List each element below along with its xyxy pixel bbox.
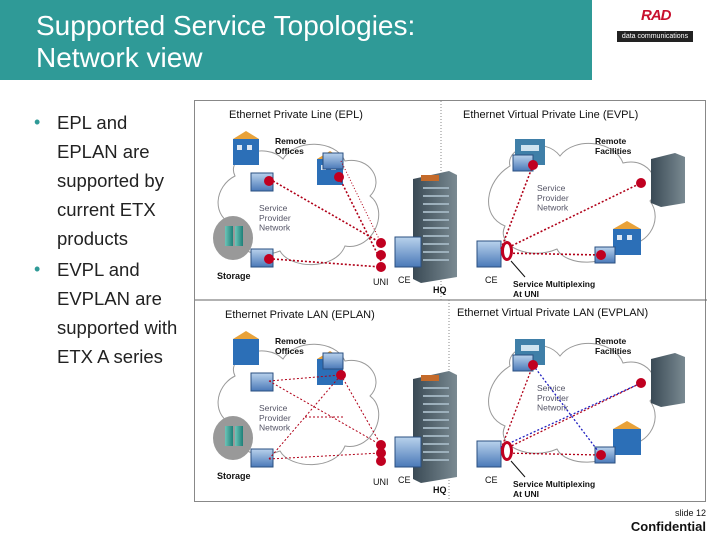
ce-router-icon xyxy=(394,236,422,268)
switch-icon xyxy=(250,448,274,468)
epl-links xyxy=(272,176,382,268)
ce-router-icon xyxy=(476,440,502,468)
office-building-icon xyxy=(613,421,641,455)
ce-label: CE xyxy=(398,475,411,485)
slide-title: Supported Service Topologies: Network vi… xyxy=(36,10,416,73)
ce-router-icon xyxy=(394,436,422,468)
office-building-icon xyxy=(613,221,641,255)
header-strip xyxy=(592,55,720,80)
evpl-links xyxy=(500,164,642,256)
eplan-mesh-links xyxy=(268,374,382,460)
topology-svg: Ethernet Private Line (EPL) Ethernet Vir… xyxy=(195,101,707,503)
hq-label: HQ xyxy=(433,485,447,495)
callout-line xyxy=(510,460,526,478)
bullet-list: EPL and EPLAN are supported by current E… xyxy=(30,108,190,373)
header-divider xyxy=(592,0,597,80)
panel-label-evplan: Ethernet Virtual Private LAN (EVPLAN) xyxy=(457,307,648,319)
building-icon xyxy=(651,153,685,207)
storage-label: Storage xyxy=(217,271,251,281)
uni-dots xyxy=(264,160,646,272)
uni-dots xyxy=(336,360,646,466)
bullet-item: EPL and EPLAN are supported by current E… xyxy=(30,108,190,253)
panel-label-evpl: Ethernet Virtual Private Line (EVPL) xyxy=(463,109,638,121)
confidential-label: Confidential xyxy=(630,519,706,534)
ce-label: CE xyxy=(485,275,498,285)
storage-icon xyxy=(213,416,253,460)
logo-brand: RAD xyxy=(641,7,671,24)
ce-router-icon xyxy=(476,240,502,268)
bullet-item: EVPL and EVPLAN are supported with ETX A… xyxy=(30,255,190,371)
rad-logo: RAD data communications xyxy=(615,7,695,43)
link-line xyxy=(340,160,382,244)
storage-icon xyxy=(213,216,253,260)
office-building-icon xyxy=(233,131,259,165)
ce-label: CE xyxy=(398,275,411,285)
ce-label: CE xyxy=(485,475,498,485)
switch-icon xyxy=(250,372,274,392)
panel-label-eplan: Ethernet Private LAN (EPLAN) xyxy=(225,309,375,321)
slide-number: slide 12 xyxy=(674,508,706,518)
uni-label: UNI xyxy=(373,277,389,287)
uni-label: UNI xyxy=(373,477,389,487)
building-icon xyxy=(651,353,685,407)
topology-diagram: Ethernet Private Line (EPL) Ethernet Vir… xyxy=(194,100,707,503)
title-bar xyxy=(0,0,592,80)
logo-tagline: data communications xyxy=(617,31,693,42)
office-building-icon xyxy=(233,331,259,365)
logo-area xyxy=(597,0,720,55)
hq-label: HQ xyxy=(433,285,447,295)
switch-icon xyxy=(322,352,344,370)
callout-line xyxy=(510,260,526,278)
switch-icon xyxy=(322,152,344,170)
storage-label: Storage xyxy=(217,471,251,481)
hq-tower-icon xyxy=(413,171,457,283)
hq-tower-icon xyxy=(413,371,457,483)
panel-label-epl: Ethernet Private Line (EPL) xyxy=(229,109,363,121)
evplan-links xyxy=(500,364,642,456)
